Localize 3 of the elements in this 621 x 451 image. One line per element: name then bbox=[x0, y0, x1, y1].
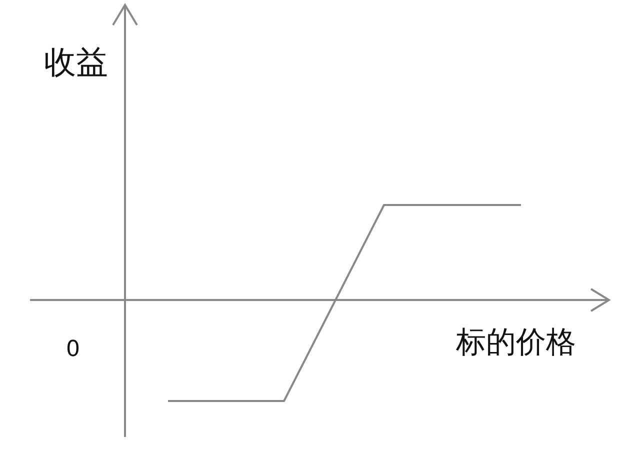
axis-label: 收益 bbox=[44, 46, 108, 78]
origin-label: 0 bbox=[66, 339, 80, 361]
axis-label: 标的价格 bbox=[456, 328, 576, 358]
